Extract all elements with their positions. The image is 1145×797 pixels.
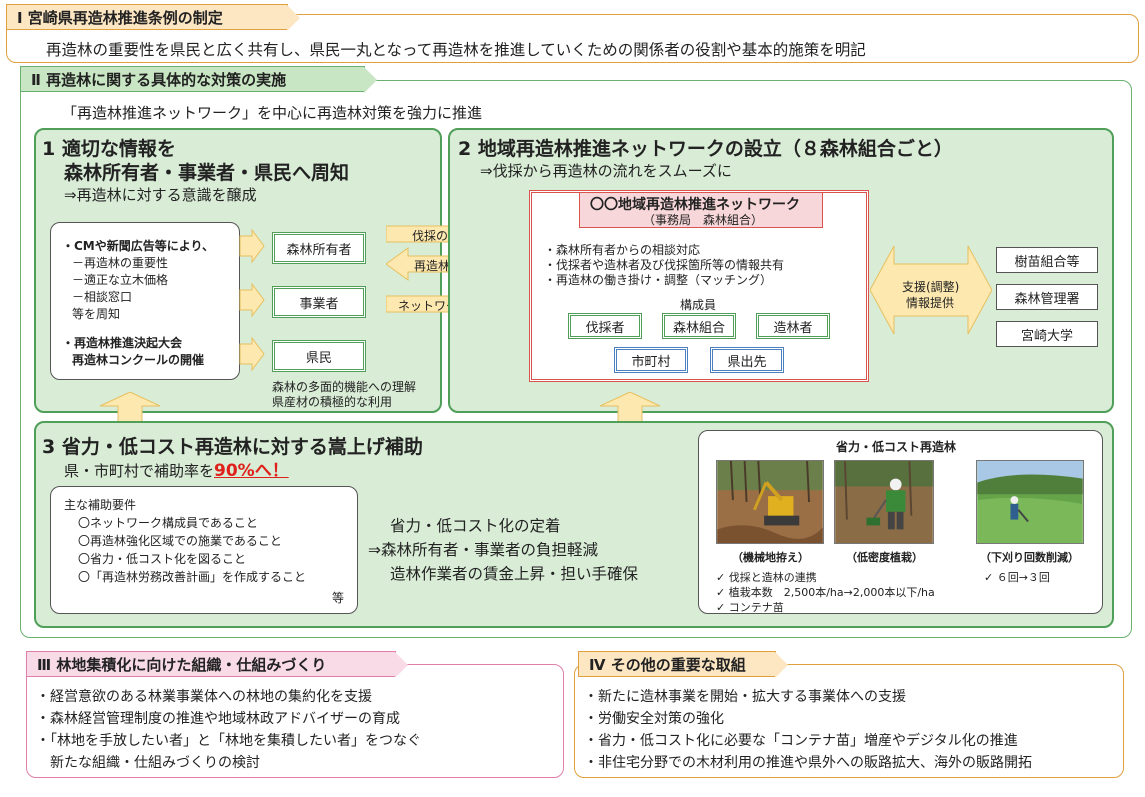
panel1-bullet-4: 等を周知 [72, 307, 121, 321]
panel1-title-line1: 1 適切な情報を [42, 138, 176, 160]
photo-low-density-planting [834, 460, 934, 544]
supporter-forest-office: 森林管理署 [996, 284, 1098, 310]
supporter-seedling: 樹苗組合等 [996, 247, 1098, 273]
panel1-note1: 森林の多面的機能への理解 [272, 380, 417, 394]
member-logger: 伐採者 [568, 313, 642, 339]
section4-tab: Ⅳ その他の重要な取組 [578, 651, 788, 678]
target-business: 事業者 [272, 286, 366, 318]
section4-item-1: ・労働安全対策の強化 [584, 711, 724, 727]
req-2: 〇省力・低コスト化を図ること [78, 552, 247, 566]
section1-text: 再造林の重要性を県民と広く共有し、県民一丸となって再造林を推進していくための関係… [46, 41, 866, 59]
member-prefecture-office: 県出先 [710, 347, 784, 373]
req-0: 〇ネットワーク構成員であること [78, 516, 258, 530]
section4-item-3: ・非住宅分野での木材利用の推進や県外への販路拡大、海外の販路開拓 [584, 755, 1032, 771]
panel1-bullet-3: －相談窓口 [72, 290, 133, 304]
panel3-sub: 県・市町村で補助率を90%へ！ [64, 456, 289, 481]
section4-frame [574, 664, 1124, 778]
panel1-note2: 県産材の積極的な利用 [272, 395, 393, 409]
support-label-2: 情報提供 [906, 296, 955, 310]
member-planter: 造林者 [756, 313, 830, 339]
section2-tab: Ⅱ 再造林に関する具体的な対策の実施 [20, 66, 377, 93]
members-label: 構成員 [680, 298, 717, 312]
req-3: 〇「再造林労務改善計画」を作成すること [78, 570, 307, 584]
section3-item-2: ・「林地を手放したい者」と「林地を集積したい者」をつなぐ [36, 733, 421, 749]
section2-tab-label: Ⅱ 再造林に関する具体的な対策の実施 [31, 70, 287, 89]
network-item-2: ・再造林の働き掛け・調整（マッチング） [544, 273, 773, 287]
supporter-university: 宮崎大学 [996, 321, 1098, 347]
network-item-0: ・森林所有者からの相談対応 [544, 243, 701, 257]
panel1-bullet-6: 再造林コンクールの開催 [72, 353, 205, 367]
effect-1: 省力・低コスト化の定着 [390, 517, 561, 535]
effect-3: 造林作業者の賃金上昇・担い手確保 [390, 565, 639, 583]
req-1: 〇再造林強化区域での施業であること [78, 534, 282, 548]
check-1: ✓ 植栽本数 2,500本/ha→2,000本以下/ha [716, 586, 935, 599]
section3-tab: Ⅲ 林地集積化に向けた組織・仕組みづくり [26, 651, 408, 678]
section1-tab-label: Ⅰ 宮崎県再造林推進条例の制定 [17, 8, 223, 27]
member-forest-union: 森林組合 [662, 313, 736, 339]
caption-weeding: （下刈り回数削減） [980, 551, 1079, 564]
section1-tab: Ⅰ 宮崎県再造林推進条例の制定 [6, 4, 300, 31]
photo-machine-site-prep [716, 460, 824, 544]
section3-tab-label: Ⅲ 林地集積化に向けた組織・仕組みづくり [37, 655, 327, 674]
panel1-title-line2: 森林所有者・事業者・県民へ周知 [64, 162, 350, 184]
network-title-box [579, 192, 823, 228]
panel3-title: 3 省力・低コスト再造林に対する嵩上げ補助 [42, 436, 423, 458]
section4-item-0: ・新たに造林事業を開始・拡大する事業体への支援 [584, 689, 906, 705]
small-arrow-1 [239, 228, 265, 264]
section3-item-1: ・森林経営管理制度の推進や地域林政アドバイザーの育成 [36, 711, 400, 727]
section3-item-3: 新たな組織・仕組みづくりの検討 [50, 755, 260, 771]
section3-item-0: ・経営意欲のある林業事業体への林地の集約化を支援 [36, 689, 372, 705]
panel1-bullet-1: －再造林の重要性 [72, 256, 169, 270]
section3-frame [26, 664, 564, 778]
req-etc: 等 [332, 591, 345, 605]
section2-lead: 「再造林推進ネットワーク」を中心に再造林対策を強力に推進 [62, 104, 483, 122]
panel2-sub: ⇒伐採から再造林の流れをスムーズに [480, 162, 732, 180]
support-double-arrow [870, 245, 992, 335]
panel3-sub-prefix: 県・市町村で補助率を [64, 462, 215, 480]
network-subtitle: （事務局 森林組合） [643, 213, 764, 227]
check-2: ✓ コンテナ苗 [716, 601, 784, 614]
network-title: 〇〇地域再造林推進ネットワーク [590, 197, 800, 213]
panel2-title: 2 地域再造林推進ネットワークの設立（８森林組合ごと） [458, 138, 953, 160]
small-arrow-3 [239, 336, 265, 372]
network-item-1: ・伐採者や造林者及び伐採箇所等の情報共有 [544, 258, 785, 272]
member-municipality: 市町村 [614, 347, 688, 373]
target-citizens: 県民 [272, 340, 366, 372]
requirements-box [50, 486, 358, 614]
panel1-sub: ⇒再造林に対する意識を醸成 [64, 186, 257, 204]
check-right: ✓ ６回→３回 [984, 571, 1050, 584]
support-label-1: 支援(調整) [902, 280, 960, 294]
caption-machine: （機械地拵え） [732, 551, 809, 564]
target-forest-owner: 森林所有者 [272, 232, 366, 264]
panel3-sub-highlight: 90%へ！ [214, 461, 289, 481]
panel1-bullet-5: ・再造林推進決起大会 [62, 336, 183, 350]
panel1-small-arrows [239, 228, 265, 372]
photo-reduced-weeding [976, 460, 1084, 544]
photo-box-title: 省力・低コスト再造林 [836, 440, 957, 454]
small-arrow-2 [239, 282, 265, 318]
panel1-bullet-0: ・CMや新聞広告等により、 [62, 239, 215, 253]
panel1-bullet-2: －適正な立木価格 [72, 273, 169, 287]
req-title: 主な補助要件 [64, 498, 137, 512]
section4-tab-label: Ⅳ その他の重要な取組 [589, 655, 746, 674]
section4-item-2: ・省力・低コスト化に必要な「コンテナ苗」増産やデジタル化の推進 [584, 733, 1018, 749]
effect-2: ⇒森林所有者・事業者の負担軽減 [368, 541, 598, 559]
caption-planting: （低密度植栽） [846, 551, 923, 564]
panel1-bullets-box [50, 222, 240, 380]
check-0: ✓ 伐採と造林の連携 [716, 571, 817, 584]
